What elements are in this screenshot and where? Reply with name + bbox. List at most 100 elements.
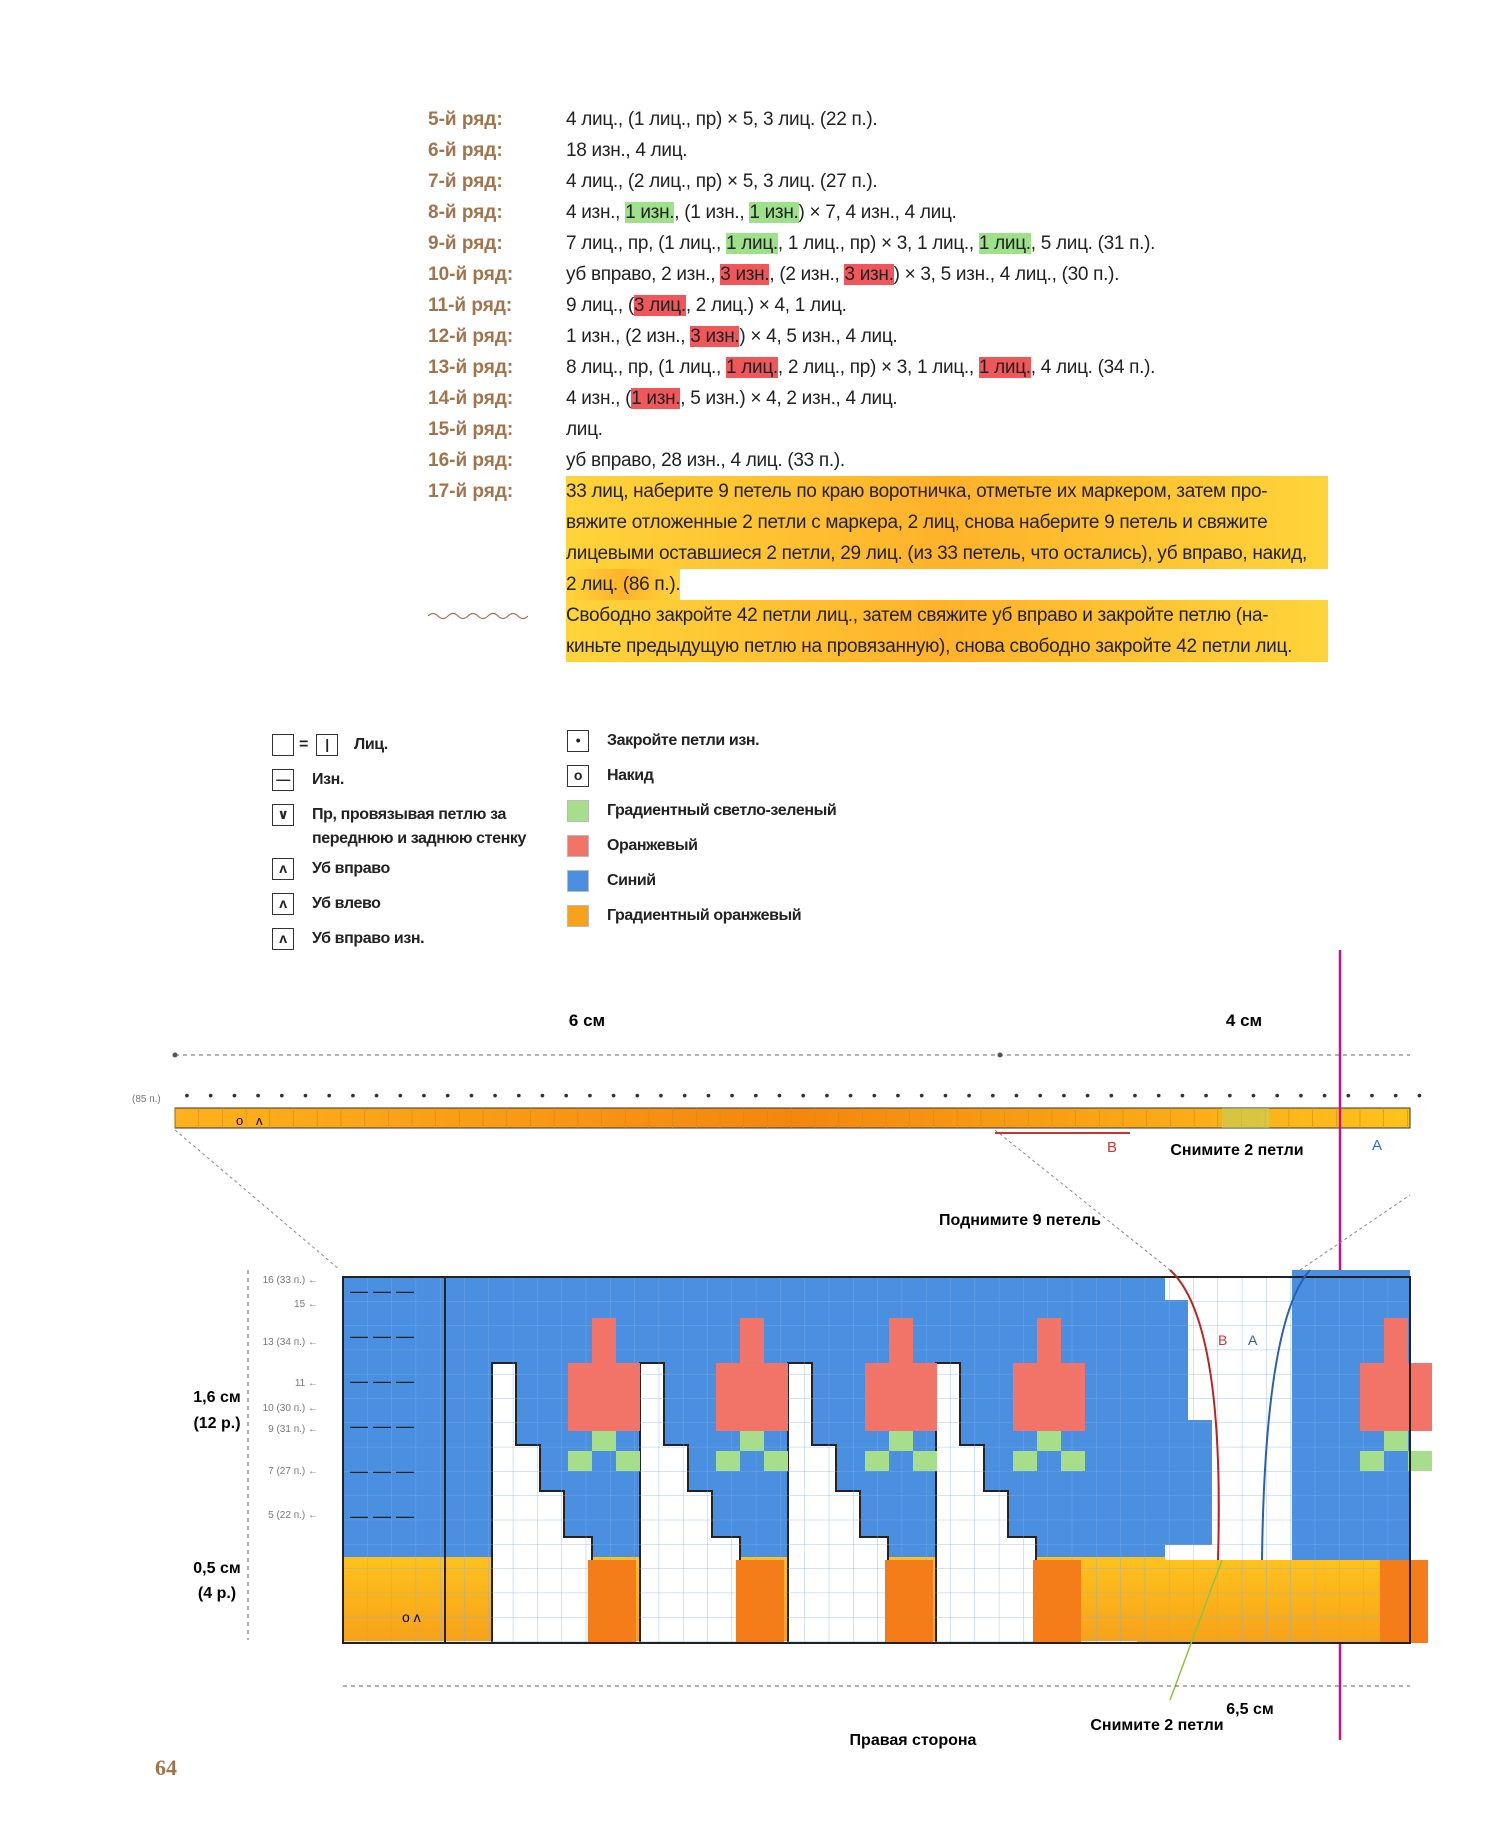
motif-check	[592, 1431, 616, 1451]
motif-orange-stitch	[736, 1560, 784, 1643]
motif-check	[1384, 1431, 1408, 1451]
guide-line	[994, 1129, 1171, 1271]
motif-orange-stitch	[588, 1560, 636, 1643]
motif-check	[568, 1451, 592, 1471]
height-label: 0,5 см	[193, 1560, 240, 1577]
label-A: A	[1248, 1332, 1258, 1348]
row-label: 11-й ряд:	[428, 295, 513, 316]
instruction-row: 12-й ряд:1 изн., (2 изн., 3 изн.) × 4, 5…	[428, 321, 1328, 352]
bind-off-dot: •	[256, 1087, 261, 1103]
bind-off-dot: •	[327, 1087, 332, 1103]
height-label: 1,6 см	[193, 1389, 240, 1406]
row-text: уб вправо, 28 изн., 4 лиц. (33 п.).	[566, 450, 845, 471]
motif-orange-stitch	[885, 1560, 933, 1643]
legend-label: Накид	[607, 767, 654, 784]
bind-off-dot: •	[730, 1087, 735, 1103]
instruction-row: 11-й ряд: 9 лиц., (3 лиц., 2 лиц.) × 4, 1…	[428, 290, 1328, 321]
wave-divider	[428, 612, 528, 620]
label-B: B	[1218, 1332, 1227, 1348]
motif-check	[865, 1451, 889, 1471]
instruction-row: 15-й ряд: лиц.	[428, 414, 1328, 445]
row17-line: лицевыми оставшиеся 2 петли, 29 лиц. (из…	[566, 538, 1328, 569]
legend-label: Пр, провязывая петлю за	[312, 806, 506, 823]
purl-marks: — — —	[350, 1461, 414, 1481]
chart-right-band	[1137, 1560, 1340, 1643]
bind-off-dot: •	[516, 1087, 521, 1103]
motif-body	[716, 1363, 788, 1431]
legend-swatch-icon	[567, 800, 589, 822]
bind-off-dot: •	[1204, 1087, 1209, 1103]
bind-off-dot: •	[1275, 1087, 1280, 1103]
motif-body	[1013, 1363, 1085, 1431]
legend-label: Градиентный оранжевый	[607, 907, 802, 924]
instruction-row: 13-й ряд:8 лиц., пр, (1 лиц., 1 лиц., 2 …	[428, 352, 1328, 383]
purl-marks: — — —	[350, 1371, 414, 1391]
row-label: 15-й ряд:	[428, 419, 514, 440]
purl-marks: — — —	[350, 1416, 414, 1436]
bind-off-dot: •	[398, 1087, 403, 1103]
row-text: 4 изн., (1 изн., 5 изн.) × 4, 2 изн., 4 …	[566, 388, 898, 409]
bind-off-dot: •	[611, 1087, 616, 1103]
dimension-dot	[997, 1052, 1003, 1058]
legend-symbol-icon: ∨	[272, 804, 294, 826]
row-text: лиц.	[566, 419, 603, 440]
motif-stem	[1037, 1318, 1061, 1363]
chart-outline	[342, 1276, 1411, 1644]
row-number-label: 9 (31 п.) ←	[268, 1424, 318, 1435]
label-B: B	[1107, 1139, 1117, 1156]
bind-off-dot: •	[824, 1087, 829, 1103]
purl-marks: — — —	[350, 1506, 414, 1526]
height-label: (12 р.)	[193, 1415, 240, 1432]
knit-symbol-icon: |	[316, 734, 338, 756]
motif-check	[764, 1451, 788, 1471]
motif-stem	[592, 1318, 616, 1363]
dimension-label: 6,5 см	[1226, 1701, 1273, 1718]
bind-off-dot: •	[801, 1087, 806, 1103]
side-label: Правая сторона	[850, 1732, 977, 1749]
motif-stem	[1384, 1318, 1408, 1363]
bind-off-dot: •	[208, 1087, 213, 1103]
curve-B	[1169, 1269, 1220, 1561]
bind-off-dot: •	[1322, 1087, 1327, 1103]
lift-label: Поднимите 9 петель	[939, 1212, 1101, 1229]
bind-off-dot: •	[1370, 1087, 1375, 1103]
bind-off-dot: •	[682, 1087, 687, 1103]
bind-off-dot: •	[1227, 1087, 1232, 1103]
guide-line	[1299, 1194, 1411, 1271]
row-label: 5-й ряд:	[428, 109, 503, 130]
bind-off-dot: •	[350, 1087, 355, 1103]
bind-off-dot: •	[279, 1087, 284, 1103]
row-text: 4 изн., 1 изн., (1 изн., 1 изн.) × 7, 4 …	[566, 202, 957, 223]
row-text: 1 изн., (2 изн., 3 изн.) × 4, 5 изн., 4 …	[566, 326, 898, 347]
bind-off-dot: •	[564, 1087, 569, 1103]
curve-A	[1261, 1269, 1311, 1561]
bind-off-dot: •	[587, 1087, 592, 1103]
legend-swatch-icon	[567, 905, 589, 927]
dimension-dot	[172, 1052, 178, 1058]
page-number: 64	[155, 1755, 177, 1780]
row-number-label: 11 ←	[295, 1378, 318, 1389]
legend-label: Уб влево	[312, 895, 381, 912]
row-label: 6-й ряд:	[428, 140, 503, 161]
row-label: 13-й ряд:	[428, 357, 514, 378]
row-number-label: 7 (27 п.) ←	[268, 1466, 318, 1477]
row-label: 17-й ряд:	[428, 481, 514, 502]
motif-body	[568, 1363, 640, 1431]
bind-off-dot: •	[777, 1087, 782, 1103]
bind-off-dot: •	[896, 1087, 901, 1103]
motif-body	[865, 1363, 937, 1431]
legend-swatch-icon	[567, 835, 589, 857]
legend-label: Закройте петли изн.	[607, 732, 760, 749]
purl-marks: — — —	[350, 1326, 414, 1346]
row-text: 9 лиц., (3 лиц., 2 лиц.) × 4, 1 лиц.	[566, 295, 847, 316]
motif-check	[913, 1451, 937, 1471]
motif-check	[616, 1451, 640, 1471]
final-line: киньте предыдущую петлю на провязанную),…	[566, 631, 1328, 662]
row-label: 8-й ряд:	[428, 202, 503, 223]
row-text: 4 лиц., (1 лиц., пр) × 5, 3 лиц. (22 п.)…	[566, 109, 878, 130]
bind-off-dot: •	[1417, 1087, 1422, 1103]
decrease-symbol: ʌ	[256, 1113, 263, 1128]
row-number-label: 16 (33 п.) ←	[263, 1275, 318, 1286]
legend-label: Синий	[607, 872, 656, 889]
